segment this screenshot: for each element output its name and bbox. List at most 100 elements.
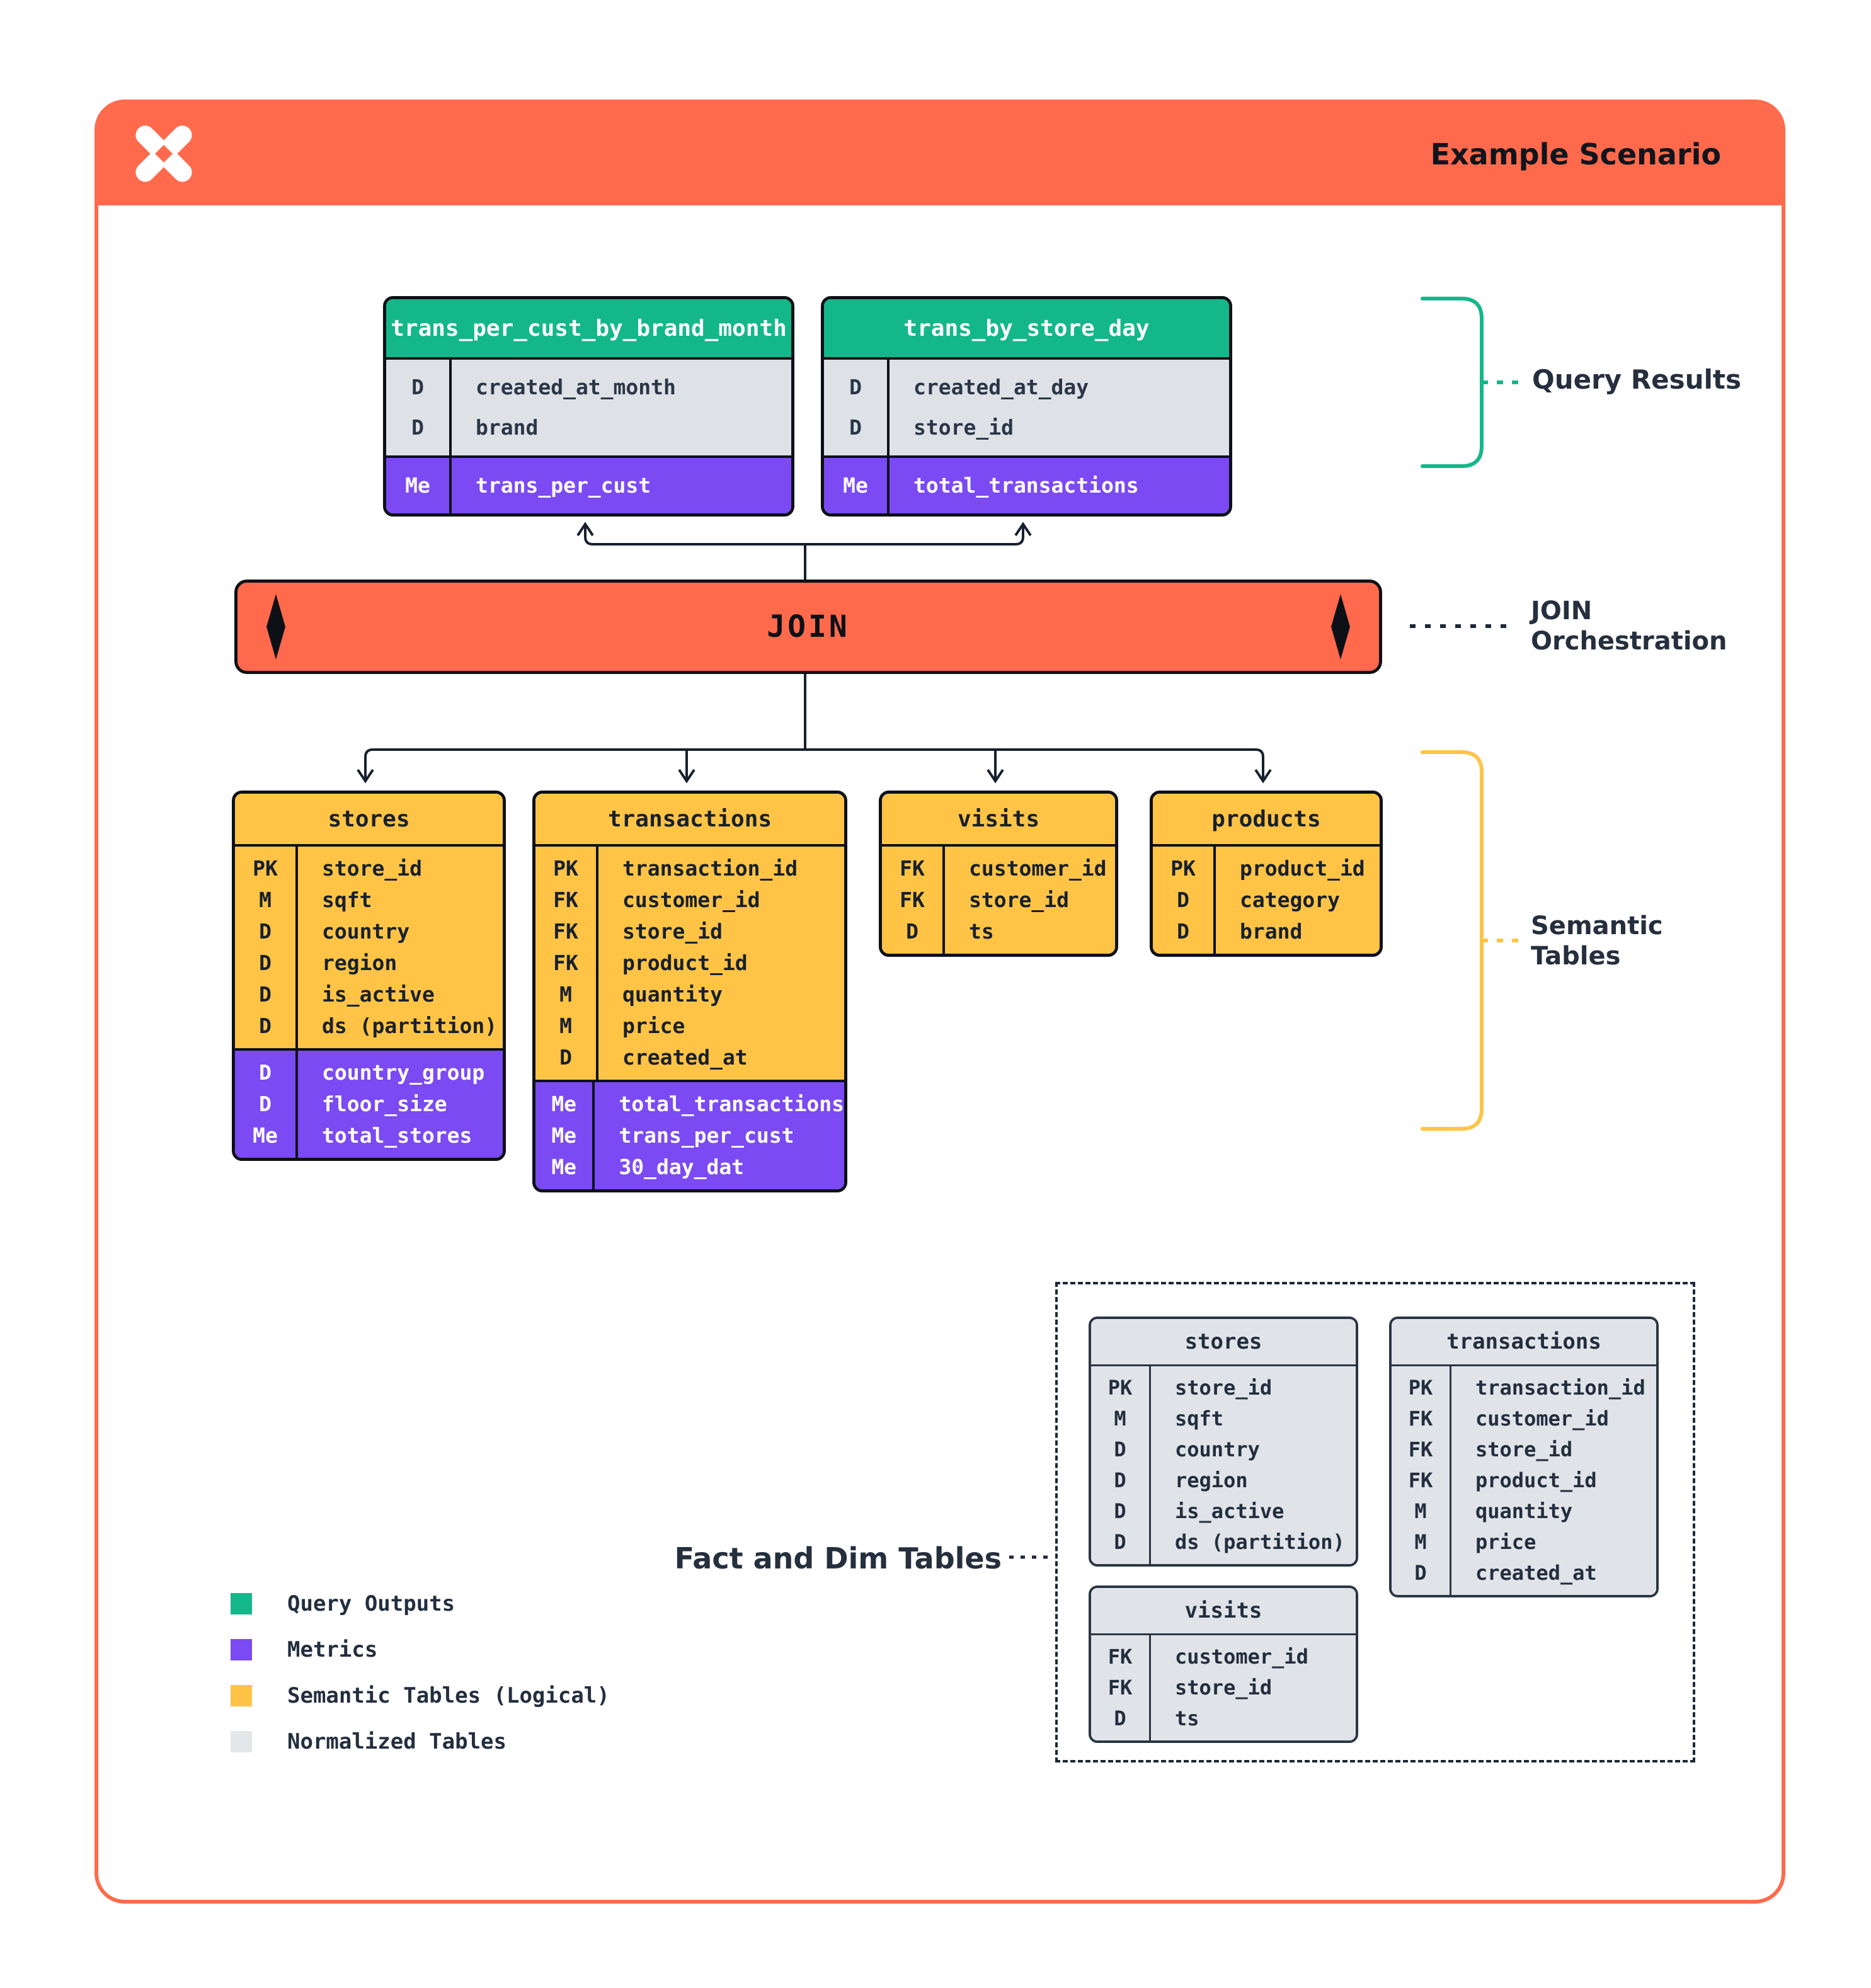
type-badge: Me [551, 1123, 577, 1148]
field-name: store_id [1175, 1676, 1273, 1700]
type-badge: D [259, 951, 272, 975]
type-badge: M [1414, 1499, 1427, 1523]
type-badge: D [1114, 1437, 1126, 1461]
type-badge: FK [1408, 1407, 1433, 1431]
field-name: category [1240, 888, 1340, 912]
table-title: trans_per_cust_by_brand_month [386, 299, 791, 360]
field-name: created_at [1475, 1561, 1597, 1585]
table-title: visits [1091, 1588, 1356, 1635]
type-badge: D [849, 375, 862, 399]
field-name: quantity [1475, 1499, 1573, 1523]
field-name: is_active [322, 982, 435, 1007]
type-badge: Me [843, 473, 868, 498]
field-name: ts [969, 919, 994, 944]
field-name: transaction_id [622, 856, 798, 881]
field-name: trans_per_cust [476, 473, 651, 498]
field-name: store_id [622, 919, 723, 944]
type-badge: FK [1107, 1645, 1133, 1669]
field-name: sqft [322, 888, 372, 912]
join-diamond-icon [266, 594, 285, 660]
field-name: created_at_month [476, 375, 676, 399]
field-name: sqft [1175, 1407, 1224, 1431]
field-name: transaction_id [1475, 1376, 1645, 1400]
field-name: created_at_day [913, 375, 1089, 399]
field-name: store_id [1175, 1376, 1273, 1400]
field-name: is_active [1175, 1499, 1285, 1523]
legend-swatch [231, 1639, 252, 1660]
field-name: ts [1175, 1706, 1199, 1730]
type-badge: D [259, 982, 272, 1007]
legend-label: Metrics [287, 1637, 378, 1662]
fact-dim-tables-label: Fact and Dim Tables [674, 1541, 1002, 1575]
type-badge: Me [551, 1155, 577, 1179]
type-badge: M [259, 888, 272, 912]
type-badge: D [259, 1060, 272, 1085]
field-name: product_id [1475, 1468, 1597, 1492]
field-name: total_transactions [619, 1092, 844, 1116]
field-name: customer_id [1175, 1645, 1308, 1669]
field-name: total_transactions [913, 473, 1139, 498]
field-name: price [622, 1014, 685, 1038]
field-name: product_id [622, 951, 748, 975]
brand-logo-icon [135, 125, 192, 182]
type-badge: D [259, 1014, 272, 1038]
page-title: Example Scenario [1430, 137, 1721, 171]
join-orchestration-label-line1: JOIN [1531, 597, 1593, 626]
type-badge: FK [1408, 1468, 1433, 1492]
type-badge: Me [551, 1092, 577, 1116]
type-badge: D [1177, 919, 1189, 944]
legend-swatch [231, 1685, 252, 1706]
type-badge: D [849, 415, 862, 440]
field-name: ds (partition) [322, 1014, 498, 1038]
semantic-tables-label: Semantic Tables [1531, 911, 1663, 971]
table-title: stores [1091, 1319, 1356, 1366]
field-name: customer_id [1475, 1407, 1609, 1431]
legend-item: Query Outputs [231, 1591, 610, 1616]
type-badge: Me [405, 473, 430, 498]
column-type-badges: Me [386, 458, 452, 513]
type-badge: M [559, 1014, 572, 1038]
type-badge: FK [1107, 1676, 1133, 1700]
type-badge: D [259, 1092, 272, 1116]
legend-item: Normalized Tables [231, 1729, 610, 1754]
type-badge: PK [1170, 856, 1196, 881]
type-badge: D [906, 919, 918, 944]
field-name: brand [476, 415, 539, 440]
join-label: JOIN [767, 609, 850, 644]
field-name: brand [1240, 919, 1303, 944]
field-name: store_id [969, 888, 1069, 912]
table-title: products [1153, 794, 1380, 847]
table-title: stores [235, 794, 503, 847]
legend-label: Semantic Tables (Logical) [287, 1683, 610, 1708]
field-name: ds (partition) [1175, 1530, 1345, 1554]
table-section-metric: Me total_transactions [824, 455, 1229, 513]
join-orchestration-bar: JOIN [234, 580, 1382, 674]
field-name: quantity [622, 982, 723, 1007]
join-diamond-icon [1331, 594, 1350, 660]
type-badge: D [1114, 1530, 1126, 1554]
